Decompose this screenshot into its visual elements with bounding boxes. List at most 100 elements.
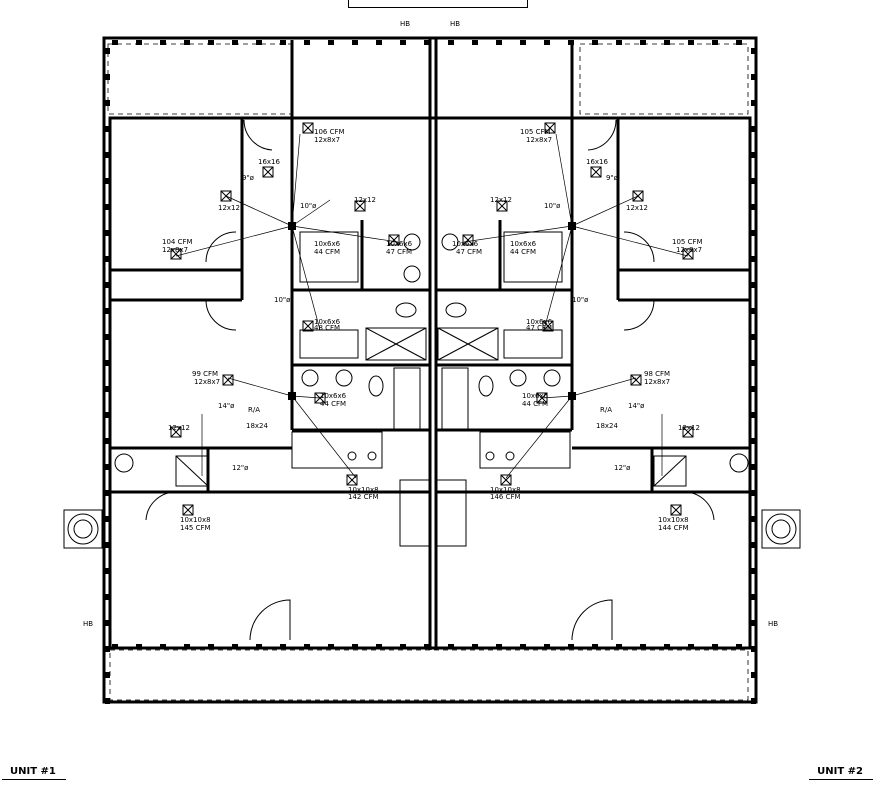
wall-tick xyxy=(328,644,334,649)
diffuser-cfm: 105 CFM xyxy=(672,238,703,246)
wall-tick xyxy=(664,644,670,649)
wall-tick xyxy=(712,644,718,649)
register-icon xyxy=(670,504,682,516)
register-cross xyxy=(542,320,554,332)
wall-tick xyxy=(751,282,756,288)
wall-tick xyxy=(232,40,238,45)
wall-tick xyxy=(664,40,670,45)
diffuser-size: 12x8x7 xyxy=(526,136,552,144)
hose-bib-label: HB xyxy=(83,620,93,628)
wall-tick xyxy=(280,40,286,45)
wall-tick xyxy=(751,204,756,210)
diffuser-cfm: 98 CFM xyxy=(644,370,670,378)
register-cross xyxy=(682,248,694,260)
condenser-units xyxy=(63,453,801,549)
duct-runs xyxy=(175,133,689,479)
duct-size: 10"ø xyxy=(572,296,589,304)
exhaust-size: 10x6x6 xyxy=(452,240,479,248)
wall-tick xyxy=(751,386,756,392)
exhaust-size: 10x6x6 xyxy=(314,318,341,326)
register-cross xyxy=(302,122,314,134)
wall-tick xyxy=(105,48,110,54)
return-air-label: R/A xyxy=(600,406,612,414)
wall-tick xyxy=(208,644,214,649)
wall-tick xyxy=(160,644,166,649)
duct-size: 10"ø xyxy=(300,202,317,210)
duct-size: 10"ø xyxy=(274,296,291,304)
wall-tick xyxy=(105,438,110,444)
wall-tick xyxy=(105,282,110,288)
return-size: 12x12 xyxy=(218,204,240,212)
wall-tick xyxy=(105,204,110,210)
wall-tick xyxy=(424,40,430,45)
register-cross xyxy=(670,504,682,516)
register-cross xyxy=(590,166,602,178)
diffuser-cfm: 104 CFM xyxy=(162,238,193,246)
wall-tick xyxy=(448,40,454,45)
diffuser-size: 12x8x7 xyxy=(194,378,220,386)
register-cross xyxy=(630,374,642,386)
register-icon xyxy=(630,374,642,386)
register-icon xyxy=(632,190,644,202)
register-icon xyxy=(542,320,554,332)
interior-walls-unit-1 xyxy=(110,118,430,494)
exhaust-cfm: 44 CFM xyxy=(522,400,548,408)
wall-tick xyxy=(751,412,756,418)
wall-tick xyxy=(712,40,718,45)
wall-tick xyxy=(376,644,382,649)
wall-tick xyxy=(105,672,110,678)
wall-tick xyxy=(352,40,358,45)
wall-tick xyxy=(544,644,550,649)
diffuser-cfm: 142 CFM xyxy=(348,493,379,501)
wall-tick xyxy=(616,644,622,649)
wall-tick xyxy=(688,644,694,649)
exhaust-cfm: 48 CFM xyxy=(314,324,340,332)
wall-tick xyxy=(616,40,622,45)
register-cross xyxy=(346,474,358,486)
register-symbols xyxy=(170,122,694,516)
register-icon xyxy=(536,392,548,404)
diffuser-cfm: 99 CFM xyxy=(192,370,218,378)
wall-tick xyxy=(751,542,756,548)
wall-tick xyxy=(751,230,756,236)
hose-bib-label: HB xyxy=(450,20,460,28)
register-icon xyxy=(220,190,232,202)
wall-tick xyxy=(105,568,110,574)
exhaust-cfm: 44 CFM xyxy=(510,248,536,256)
duct-size: 9"ø xyxy=(242,174,255,182)
title-block xyxy=(348,0,528,8)
wall-tick xyxy=(352,644,358,649)
unit-2-label: UNIT #2 xyxy=(809,766,873,780)
wall-tick xyxy=(751,594,756,600)
diffuser-size: 12x8x7 xyxy=(314,136,340,144)
wall-tick xyxy=(448,644,454,649)
wall-tick xyxy=(105,334,110,340)
wall-tick xyxy=(751,126,756,132)
register-icon xyxy=(170,248,182,260)
wall-tick xyxy=(136,644,142,649)
wall-tick xyxy=(640,644,646,649)
hvac-labels: 106 CFM 12x8x7 104 CFM 12x8x7 99 CFM 12x… xyxy=(162,128,703,532)
wall-tick xyxy=(105,360,110,366)
wall-tick xyxy=(256,644,262,649)
register-cross xyxy=(536,392,548,404)
wall-tick xyxy=(751,490,756,496)
register-cross xyxy=(682,426,694,438)
wall-tick xyxy=(496,40,502,45)
wall-tick xyxy=(105,386,110,392)
wall-tick xyxy=(400,644,406,649)
duct-size: 14"ø xyxy=(218,402,235,410)
register-cross xyxy=(496,200,508,212)
return-size: 12x12 xyxy=(354,196,376,204)
wall-tick xyxy=(751,438,756,444)
wall-tick xyxy=(105,152,110,158)
wall-tick xyxy=(751,152,756,158)
wall-tick xyxy=(400,40,406,45)
register-cross xyxy=(170,426,182,438)
bath-fixtures xyxy=(301,233,561,397)
wall-tick xyxy=(640,40,646,45)
hose-bibs: HB HB HB HB xyxy=(83,20,778,628)
register-cross xyxy=(182,504,194,516)
wall-tick xyxy=(568,40,574,45)
